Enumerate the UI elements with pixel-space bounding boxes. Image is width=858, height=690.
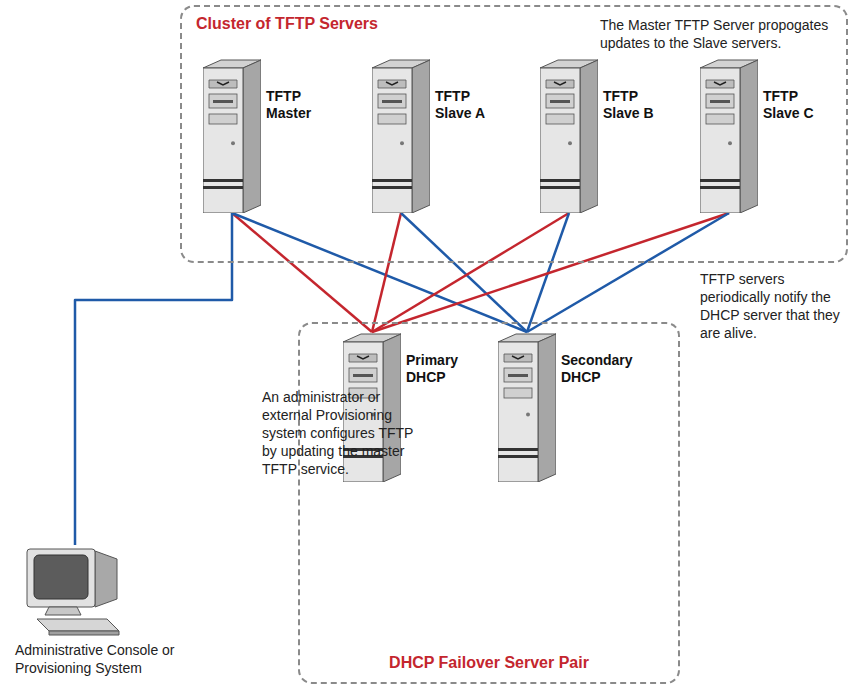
server-icon [372, 58, 430, 213]
server-led [526, 413, 530, 417]
server-side [740, 60, 758, 213]
network-link [372, 213, 729, 332]
server-side [580, 60, 598, 213]
server-icon [498, 332, 556, 482]
monitor-icon [15, 545, 125, 637]
server-logo [386, 82, 398, 85]
server-bay [378, 80, 406, 88]
keyboard-edge [49, 631, 119, 635]
server-label: TFTP Slave B [603, 88, 665, 122]
server-side [412, 60, 430, 213]
server-bay [504, 354, 532, 362]
server-stripe [540, 179, 580, 182]
keyboard [37, 619, 119, 631]
server-bay [546, 94, 574, 108]
server-bay [349, 368, 377, 382]
server-logo [357, 356, 369, 359]
server-front [700, 68, 740, 213]
network-link [372, 213, 401, 332]
server-stripe [540, 186, 580, 189]
server-stripe [498, 448, 538, 451]
server-slot [508, 374, 528, 377]
server-bay [209, 114, 237, 124]
server-node: TFTP Slave C [700, 58, 827, 213]
monitor-side [95, 551, 117, 607]
server-led [568, 141, 572, 145]
server-front [203, 68, 243, 213]
server-label: TFTP Slave A [435, 88, 497, 122]
server-stripe [700, 186, 740, 189]
server-label: Primary DHCP [406, 352, 480, 386]
server-slot [550, 100, 570, 103]
annotation-note: An administrator or external Provisionin… [262, 388, 424, 478]
server-label: TFTP Slave C [763, 88, 825, 122]
console-node: Administrative Console or Provisioning S… [15, 545, 217, 679]
server-stripe [372, 179, 412, 182]
monitor-screen [34, 555, 88, 599]
server-led [231, 141, 235, 145]
server-icon [203, 58, 261, 213]
server-logo [554, 82, 566, 85]
server-node: Secondary DHCP [498, 332, 647, 482]
server-led [728, 141, 732, 145]
server-bay [706, 80, 734, 88]
server-stripe [203, 186, 243, 189]
server-front [372, 68, 412, 213]
server-stripe [372, 186, 412, 189]
group-region: DHCP Failover Server Pair Primary DHCP Sec… [298, 322, 680, 684]
server-slot [353, 374, 373, 377]
group-title: DHCP Failover Server Pair [300, 654, 678, 672]
server-logo [714, 82, 726, 85]
server-bay [504, 368, 532, 382]
server-led [400, 141, 404, 145]
server-icon [540, 58, 598, 213]
annotation-note: The Master TFTP Server propogates update… [600, 16, 852, 52]
server-bay [546, 114, 574, 124]
network-link [401, 213, 527, 332]
network-link [527, 213, 729, 332]
server-slot [382, 100, 402, 103]
server-side [243, 60, 261, 213]
server-stripe [700, 179, 740, 182]
server-bay [209, 94, 237, 108]
server-bay [706, 94, 734, 108]
server-bay [546, 80, 574, 88]
server-label: TFTP Master [266, 88, 328, 122]
server-slot [213, 100, 233, 103]
server-slot [710, 100, 730, 103]
server-label: Secondary DHCP [561, 352, 645, 386]
monitor-stand [45, 607, 81, 615]
server-icon [700, 58, 758, 213]
server-logo [512, 356, 524, 359]
monitor-bezel [27, 549, 95, 607]
server-stripe [203, 179, 243, 182]
server-bay [378, 94, 406, 108]
server-bay [349, 354, 377, 362]
group-title: Cluster of TFTP Servers [196, 15, 378, 33]
network-link [232, 213, 527, 332]
annotation-note: TFTP servers periodically notify the DHC… [700, 270, 856, 342]
server-side [538, 334, 556, 482]
server-logo [217, 82, 229, 85]
server-front [540, 68, 580, 213]
server-node: TFTP Slave A [372, 58, 499, 213]
server-front [498, 342, 538, 482]
server-node: TFTP Slave B [540, 58, 667, 213]
server-node: TFTP Master [203, 58, 330, 213]
server-bay [706, 114, 734, 124]
server-stripe [498, 455, 538, 458]
server-bay [504, 388, 532, 398]
network-link [372, 213, 569, 332]
server-bay [209, 80, 237, 88]
server-bay [378, 114, 406, 124]
network-link [232, 213, 372, 332]
console-label: Administrative Console or Provisioning S… [15, 641, 215, 677]
